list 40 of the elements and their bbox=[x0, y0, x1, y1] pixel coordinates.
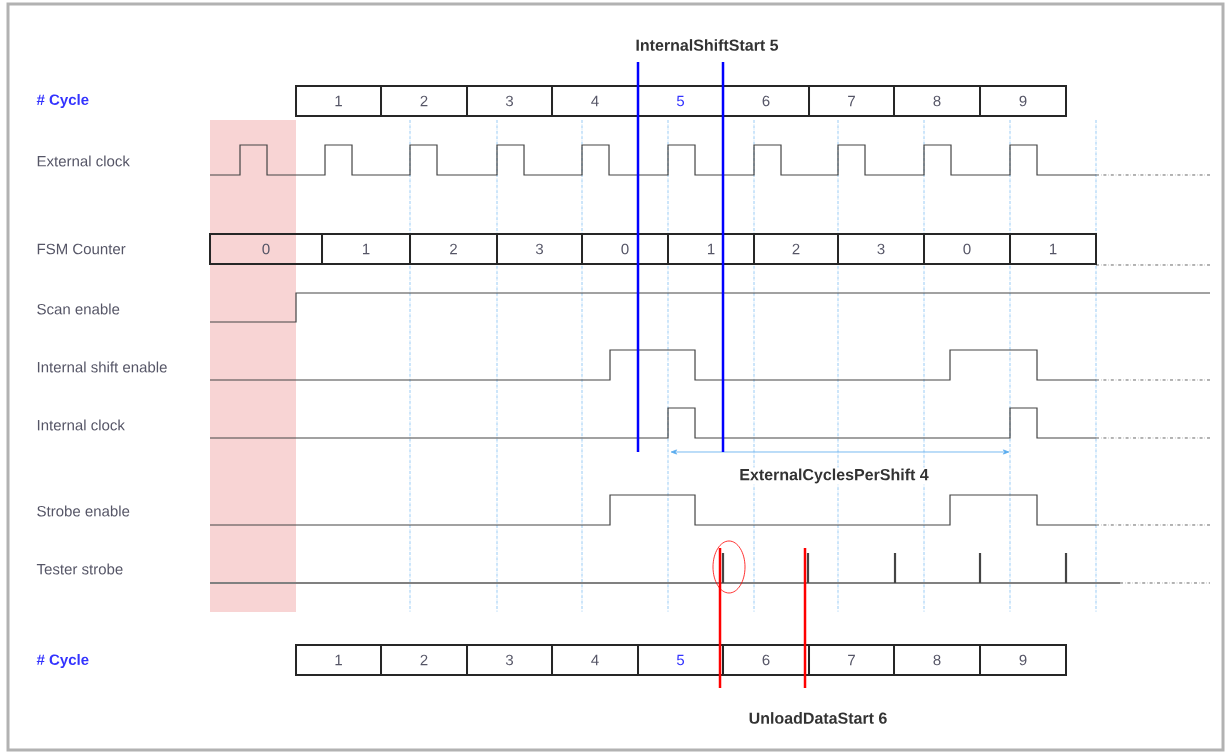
cell: 7 bbox=[808, 644, 895, 676]
cell: 8 bbox=[893, 644, 981, 676]
signal-label: Internal clock bbox=[37, 419, 125, 431]
cell: 1 bbox=[295, 644, 382, 676]
cell: 9 bbox=[979, 644, 1067, 676]
cell: 1 bbox=[295, 85, 382, 117]
cell: 1 bbox=[1009, 233, 1097, 265]
cell: 0 bbox=[923, 233, 1011, 265]
marker-label: InternalShiftStart 5 bbox=[636, 39, 779, 51]
cell: 2 bbox=[380, 644, 468, 676]
cell: 6 bbox=[722, 644, 810, 676]
signal-label: Tester strobe bbox=[36, 563, 123, 575]
signal-label: External clock bbox=[37, 155, 130, 167]
cell: 1 bbox=[321, 233, 411, 265]
cell: 3 bbox=[466, 85, 553, 117]
signal-label: # Cycle bbox=[36, 94, 89, 108]
dimension-label: ExternalCyclesPerShift 4 bbox=[738, 467, 930, 485]
cell: 1 bbox=[667, 233, 755, 265]
marker-label: UnloadDataStart 6 bbox=[749, 712, 887, 724]
signal-label: Scan enable bbox=[37, 303, 120, 315]
cell: 2 bbox=[753, 233, 839, 265]
cell: 5 bbox=[637, 644, 724, 676]
cell: 3 bbox=[837, 233, 925, 265]
cell: 0 bbox=[581, 233, 669, 265]
cell: 5 bbox=[637, 85, 724, 117]
signal-label: # Cycle bbox=[36, 654, 89, 668]
signal-label: Internal shift enable bbox=[37, 361, 167, 373]
signal-label: Strobe enable bbox=[37, 505, 130, 517]
cell: 2 bbox=[409, 233, 498, 265]
cell: 3 bbox=[496, 233, 583, 265]
cell: 0 bbox=[209, 233, 323, 265]
cell: 7 bbox=[808, 85, 895, 117]
cell: 8 bbox=[893, 85, 981, 117]
cell: 2 bbox=[380, 85, 468, 117]
cell: 9 bbox=[979, 85, 1067, 117]
cell: 4 bbox=[551, 85, 639, 117]
cell: 6 bbox=[722, 85, 810, 117]
cell: 3 bbox=[466, 644, 553, 676]
signal-label: FSM Counter bbox=[37, 243, 126, 255]
cell: 4 bbox=[551, 644, 639, 676]
